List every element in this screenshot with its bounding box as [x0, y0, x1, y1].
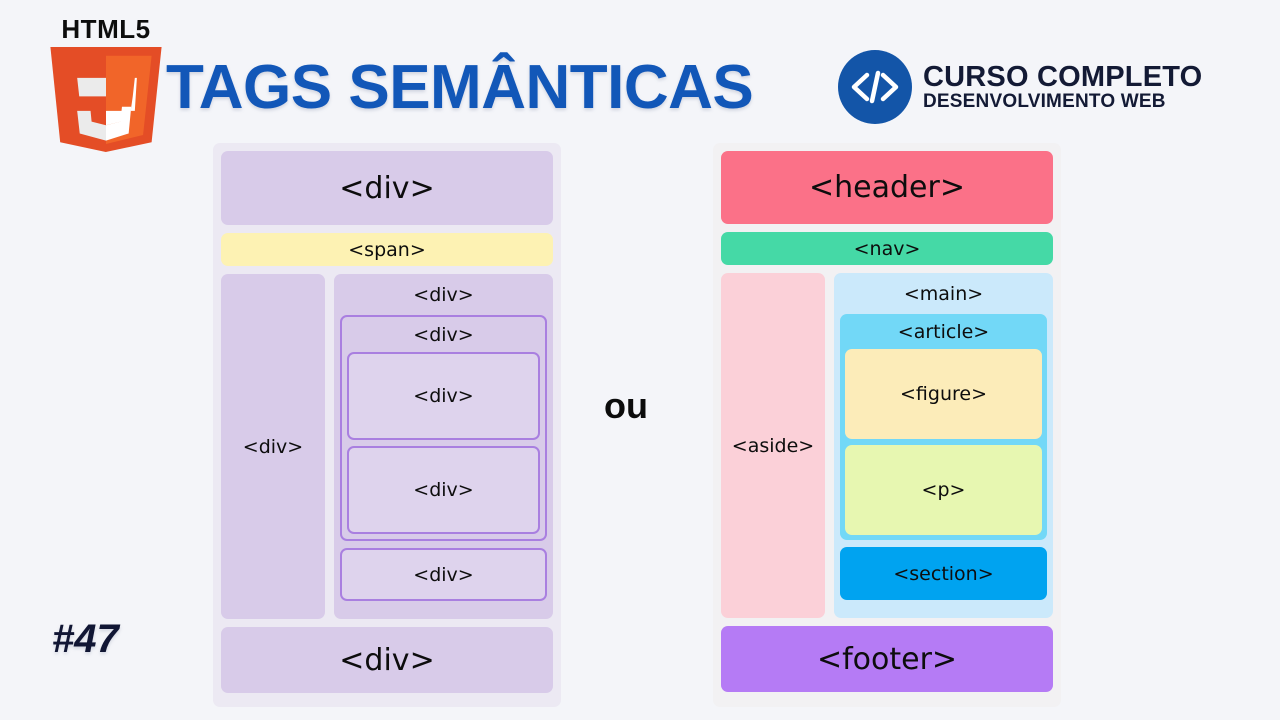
semantic-aside-box: <aside> [721, 273, 825, 618]
semantic-figure-box: <figure> [845, 349, 1042, 439]
semantic-layout-panel: <header> <nav> <aside> <main> <article> … [713, 143, 1061, 707]
div-figure-box: <div> [347, 352, 540, 440]
page-title: TAGS SEMÂNTICAS [166, 53, 754, 122]
semantic-main-box: <main> <article> <figure> <p> <section> [834, 273, 1053, 618]
div-paragraph-box: <div> [347, 446, 540, 534]
semantic-main-label: <main> [903, 283, 984, 305]
header-bar: HTML5 TAGS SEMÂNTICAS CURSO COMPLETO DES… [0, 0, 1280, 152]
div-span-box: <span> [221, 233, 553, 266]
semantic-footer-box: <footer> [721, 626, 1053, 692]
html5-shield-icon [50, 47, 162, 152]
semantic-article-label: <article> [897, 321, 990, 343]
course-badge-text: CURSO COMPLETO DESENVOLVIMENTO WEB [923, 60, 1203, 113]
or-separator-label: ou [604, 385, 648, 426]
semantic-article-box: <article> <figure> <p> [840, 314, 1047, 540]
div-footer-box: <div> [221, 627, 553, 693]
course-title: CURSO COMPLETO [923, 60, 1203, 93]
div-middle-row: <div> <div> <div> <div> <div> <div> [221, 274, 553, 619]
html5-logo-group: HTML5 [40, 16, 172, 152]
div-article-box: <div> <div> <div> [340, 315, 547, 541]
div-main-label: <div> [413, 284, 474, 306]
div-article-label: <div> [413, 324, 474, 346]
semantic-nav-box: <nav> [721, 232, 1053, 265]
div-header-box: <div> [221, 151, 553, 225]
html5-wordmark: HTML5 [61, 14, 151, 44]
div-main-box: <div> <div> <div> <div> <div> [334, 274, 553, 619]
code-tag-icon [838, 50, 912, 124]
semantic-paragraph-box: <p> [845, 445, 1042, 535]
course-badge: CURSO COMPLETO DESENVOLVIMENTO WEB [838, 50, 1202, 124]
semantic-middle-row: <aside> <main> <article> <figure> <p> <s… [721, 273, 1053, 618]
semantic-section-box: <section> [840, 547, 1047, 600]
course-subtitle: DESENVOLVIMENTO WEB [923, 91, 1166, 113]
div-section-box: <div> [340, 548, 547, 601]
episode-number: #47 [52, 617, 119, 661]
div-aside-box: <div> [221, 274, 325, 619]
div-layout-panel: <div> <span> <div> <div> <div> <div> <di… [213, 143, 561, 707]
semantic-header-box: <header> [721, 151, 1053, 224]
